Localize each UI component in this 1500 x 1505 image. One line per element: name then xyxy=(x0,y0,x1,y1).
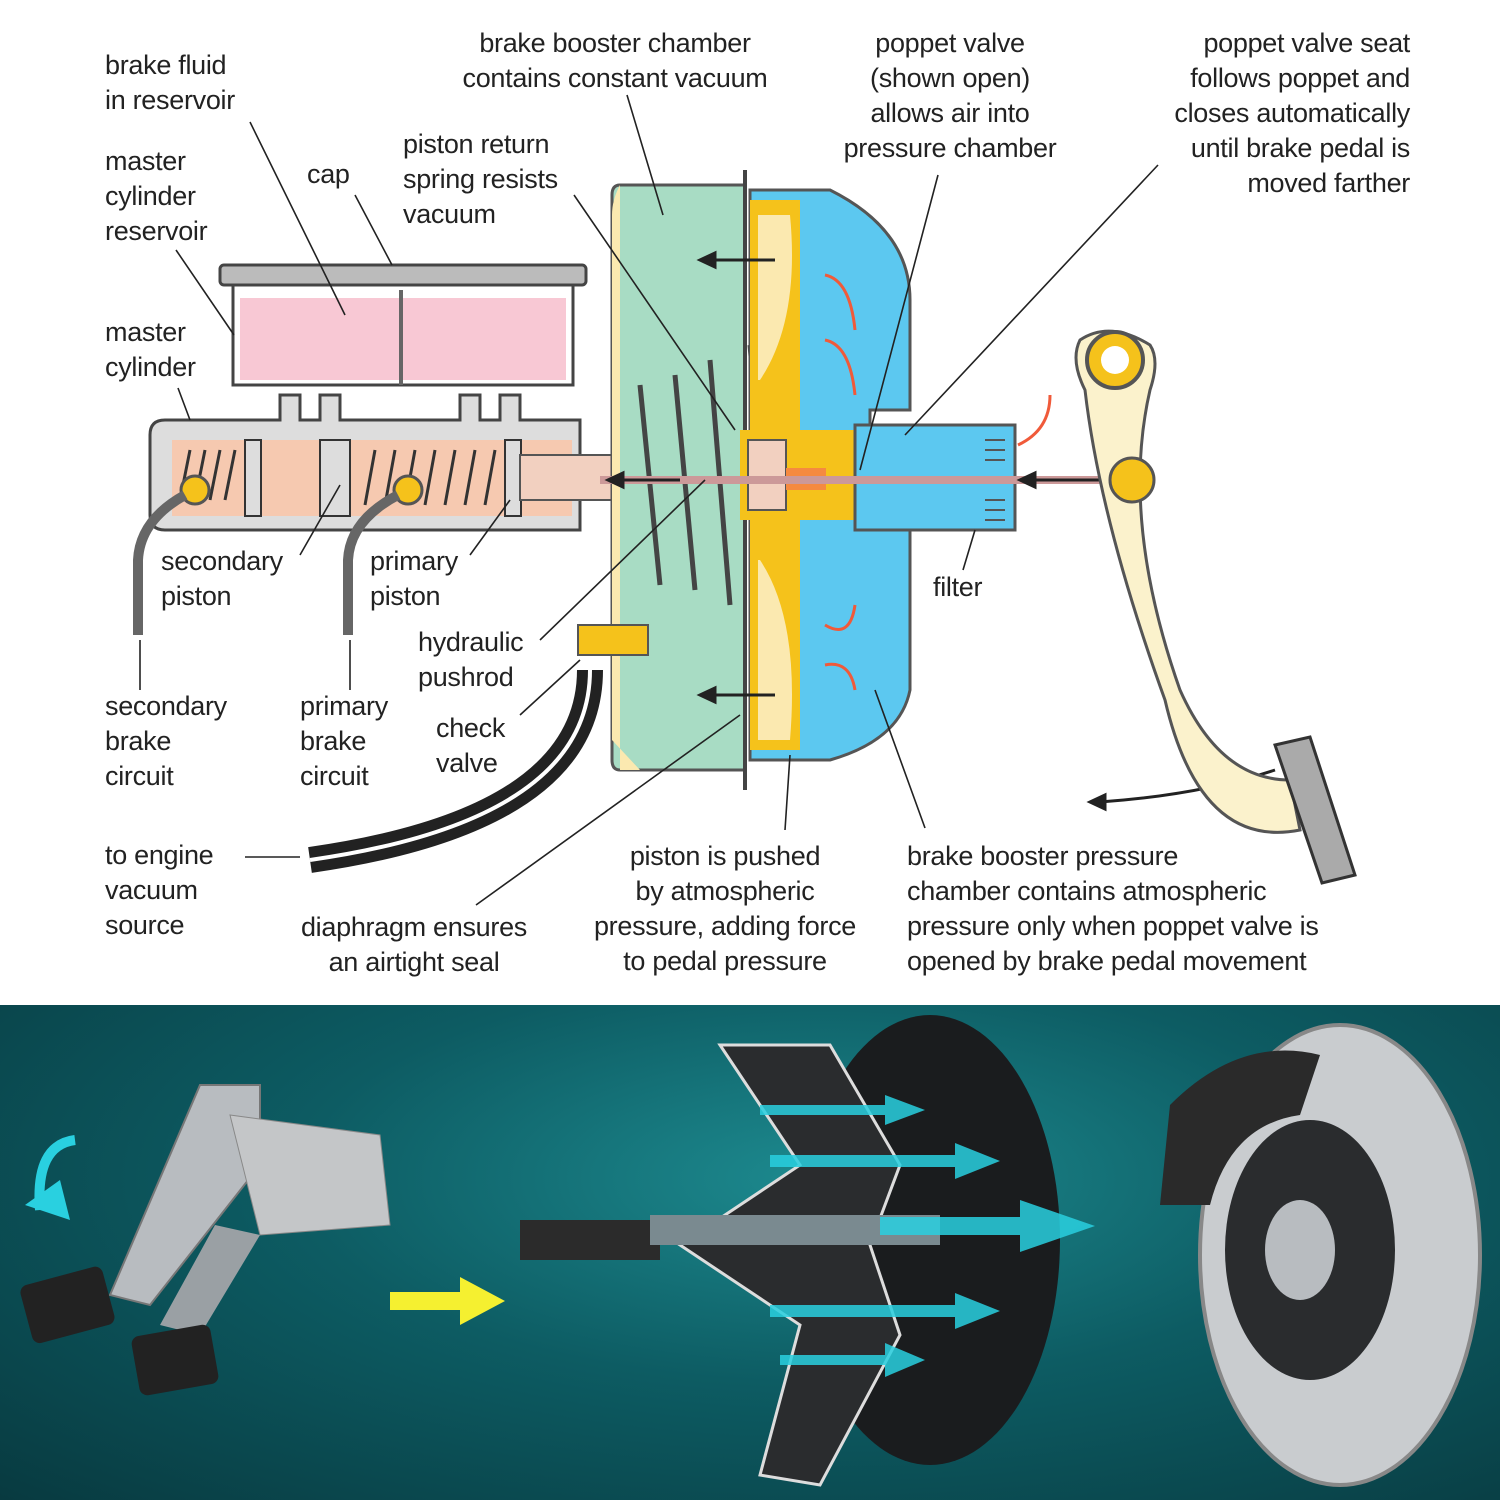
label-secondary-piston: secondary piston xyxy=(161,546,283,611)
yellow-direction-arrow xyxy=(390,1277,505,1325)
label-master-cylinder: master cylinder xyxy=(105,317,196,382)
brake-booster-photo xyxy=(520,1015,1095,1487)
label-piston-pushed: piston is pushed by atmospheric pressure… xyxy=(593,841,857,976)
master-cylinder xyxy=(133,393,661,635)
leader-lines xyxy=(139,94,1159,906)
label-check-valve: check valve xyxy=(436,713,506,778)
check-valve-hose xyxy=(308,624,649,873)
brake-disc-photo xyxy=(1160,1023,1482,1487)
brake-pedal xyxy=(1074,329,1357,885)
label-diaphragm: diaphragm ensures an airtight seal xyxy=(300,912,528,977)
label-engine-vacuum: to engine vacuum source xyxy=(105,840,214,940)
label-poppet-valve-seat: poppet valve seat follows poppet and clo… xyxy=(1174,28,1410,198)
label-booster-chamber: brake booster chamber contains constant … xyxy=(462,28,768,93)
label-poppet-valve: poppet valve (shown open) allows air int… xyxy=(843,28,1057,163)
label-brake-fluid: brake fluid in reservoir xyxy=(105,50,235,115)
pedal-assembly-photo xyxy=(20,1084,391,1396)
label-return-spring: piston return spring resists vacuum xyxy=(403,129,558,229)
label-primary-brake-circuit: primary brake circuit xyxy=(300,691,388,791)
master-cylinder-reservoir xyxy=(218,263,588,387)
label-pressure-chamber: brake booster pressure chamber contains … xyxy=(907,841,1319,976)
label-cap: cap xyxy=(307,159,350,189)
booster-pressure-chamber xyxy=(600,188,1120,762)
brake-system-photo-panel xyxy=(0,1005,1500,1500)
label-secondary-brake-circuit: secondary brake circuit xyxy=(105,691,227,791)
air-flow-arrows xyxy=(824,273,1052,691)
label-filter: filter xyxy=(933,572,983,602)
label-master-cylinder-reservoir: master cylinder reservoir xyxy=(105,146,208,246)
label-primary-piston: primary piston xyxy=(370,546,458,611)
brake-booster-diagram xyxy=(133,94,1357,906)
label-hydraulic-pushrod: hydraulic pushrod xyxy=(418,627,524,692)
